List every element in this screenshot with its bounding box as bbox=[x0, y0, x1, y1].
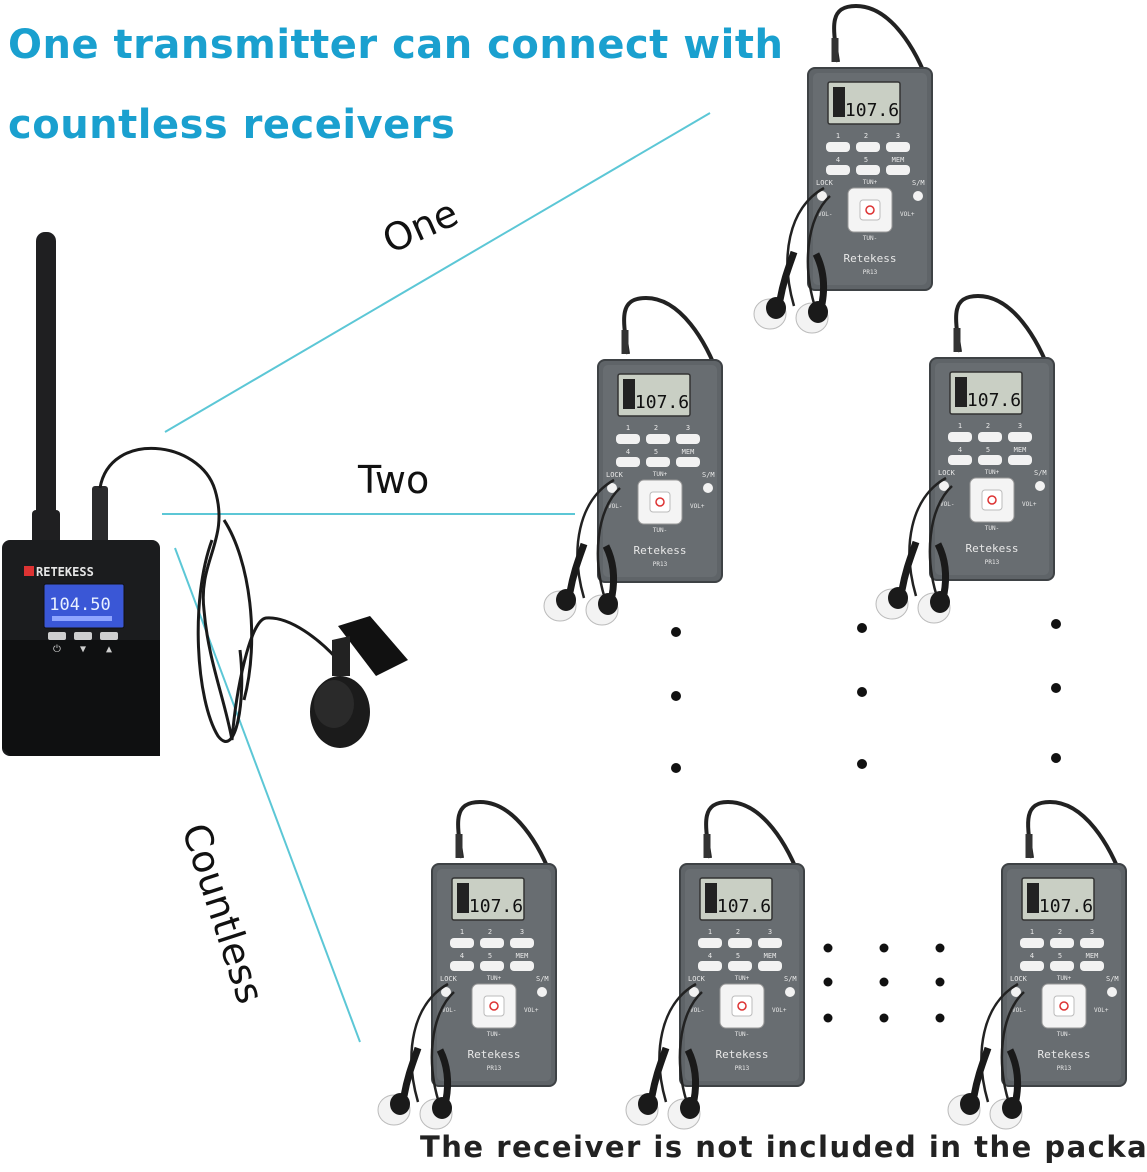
lavalier-microphone bbox=[98, 446, 408, 748]
receiver-middle-left bbox=[544, 298, 722, 625]
up-button bbox=[100, 632, 118, 640]
antenna bbox=[36, 232, 56, 540]
footer-note: The receiver is not included in the pack… bbox=[420, 1130, 1147, 1164]
headline-line-2: countless receivers bbox=[8, 102, 456, 148]
ellipsis-dots bbox=[671, 619, 1061, 1023]
connector-line-countless bbox=[174, 547, 361, 1043]
headline-line-1: One transmitter can connect with bbox=[8, 22, 784, 68]
receiver-bottom-3 bbox=[948, 802, 1126, 1129]
label-two: Two bbox=[358, 458, 430, 502]
receiver-bottom-1 bbox=[378, 802, 556, 1129]
receiver-middle-right bbox=[876, 296, 1054, 623]
power-icon: ⏻ bbox=[53, 644, 61, 655]
up-arrow-icon: ▲ bbox=[106, 644, 112, 655]
svg-text:104.50: 104.50 bbox=[49, 595, 110, 615]
power-button bbox=[48, 632, 66, 640]
transmitter-device: RETEKESS 104.50 ⏻ ▼ ▲ bbox=[2, 232, 160, 756]
svg-text:RETEKESS: RETEKESS bbox=[36, 565, 94, 579]
down-button bbox=[74, 632, 92, 640]
connector-line-one bbox=[164, 112, 711, 433]
down-arrow-icon: ▼ bbox=[80, 644, 86, 655]
receiver-bottom-2 bbox=[626, 802, 804, 1129]
retekess-logo: RETEKESS bbox=[24, 565, 94, 579]
